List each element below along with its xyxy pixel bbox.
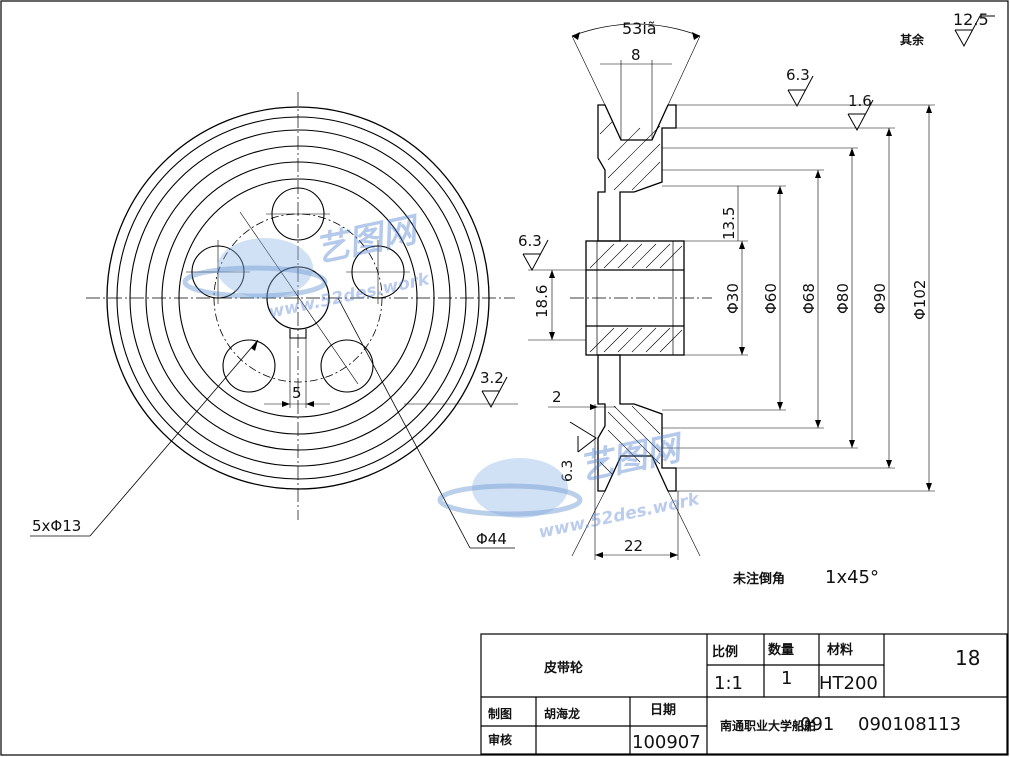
width-label: 22 (624, 537, 643, 555)
student-number: 090108113 (858, 714, 961, 735)
keyway-width-label: 5 (292, 384, 302, 402)
scale-label: 比例 (712, 644, 738, 660)
surface-finish-symbols (481, 15, 995, 453)
school-name: 南通职业大学船舶 (720, 718, 816, 733)
drawn-by-label: 制图 (488, 706, 512, 721)
general-finish-label: 其余 (900, 32, 925, 47)
finish-outer-rim: 1.6 (848, 92, 872, 110)
drawn-by-name: 胡海龙 (544, 706, 580, 721)
watermark-logo: 艺图网 www.52des.work 艺图网 www.52des.work (182, 209, 703, 543)
chamfer-note-label: 未注倒角 (732, 571, 785, 587)
finish-hub-bore: 6.3 (518, 232, 542, 250)
checked-by-label: 审核 (488, 732, 512, 747)
scale-value: 1:1 (714, 673, 743, 694)
title-block (480, 633, 1008, 755)
diameter-102-label: Φ102 (911, 280, 929, 320)
groove-angle-label: 53iã (622, 19, 657, 38)
section-view (528, 23, 935, 560)
diameter-68-label: Φ68 (800, 283, 818, 314)
sheet-number: 18 (955, 646, 980, 670)
svg-text:艺图网: 艺图网 (312, 209, 425, 270)
date-label: 日期 (650, 703, 676, 718)
diameter-90-label: Φ90 (871, 283, 889, 314)
hub-height-label: 18.6 (533, 285, 551, 318)
part-name: 皮带轮 (543, 660, 583, 676)
diameter-60-label: Φ60 (762, 283, 780, 314)
date-value: 100907 (632, 732, 701, 753)
quantity-label: 数量 (768, 642, 794, 658)
material-label: 材料 (827, 642, 853, 658)
pitch-circle-label: Φ44 (476, 530, 507, 548)
offset-label: 2 (552, 388, 562, 406)
material-value: HT200 (819, 673, 878, 694)
finish-front-face: 3.2 (480, 369, 504, 387)
diameter-30-label: Φ30 (724, 283, 742, 314)
chamfer-note-value: 1x45° (825, 567, 879, 588)
diameter-80-label: Φ80 (834, 283, 852, 314)
class-code: 091 (800, 714, 834, 735)
general-finish-value: 12.5 (953, 10, 989, 29)
finish-top-face: 6.3 (786, 66, 810, 84)
bore-depth-label: 13.5 (720, 207, 738, 240)
groove-width-label: 8 (631, 46, 641, 64)
finish-groove-side: 6.3 (560, 460, 576, 482)
svg-text:艺图网: 艺图网 (576, 427, 689, 488)
quantity-value: 1 (781, 668, 792, 689)
front-view (30, 92, 518, 549)
hole-callout-label: 5xΦ13 (32, 517, 81, 535)
